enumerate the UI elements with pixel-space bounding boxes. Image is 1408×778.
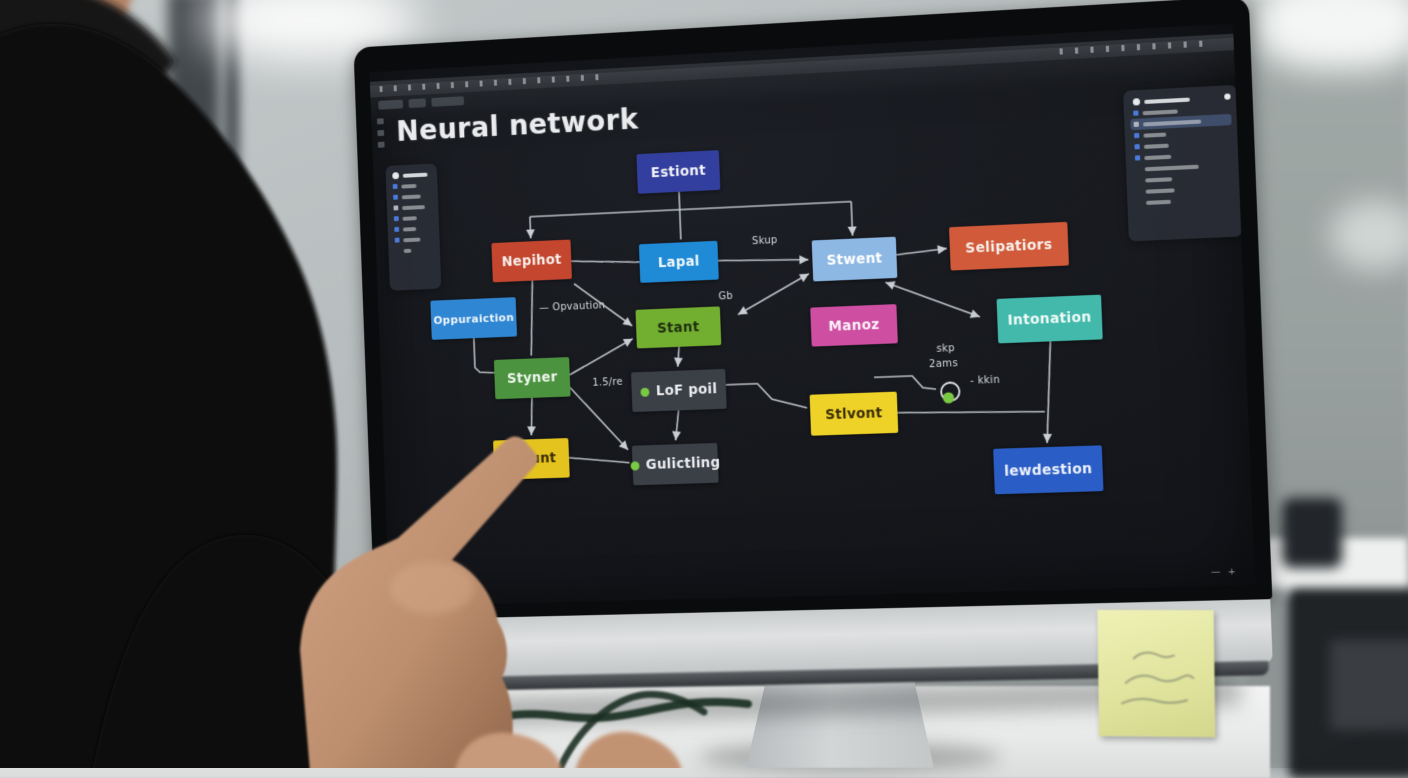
diagram-node-styner[interactable]: Styner bbox=[494, 357, 571, 399]
edge-label: skp bbox=[936, 343, 955, 355]
person-head-skin bbox=[0, 0, 153, 115]
background-equipment-small bbox=[1282, 498, 1342, 568]
ceiling-light-right bbox=[1255, 0, 1408, 70]
diagram-node-oppuraiction[interactable]: Oppuraiction bbox=[430, 297, 517, 340]
diagram-node-lapal[interactable]: Lapal bbox=[639, 241, 719, 283]
edge-label: Skup bbox=[752, 235, 778, 247]
window-mullion bbox=[168, 0, 220, 590]
edge-label: - kkin bbox=[970, 375, 1000, 387]
diagram-node-intonation[interactable]: Intonation bbox=[997, 295, 1103, 344]
node-label: Intonation bbox=[1007, 309, 1092, 329]
diagram-canvas[interactable]: EstiontNepihot Lapal Stwent SelipatiorsOppu… bbox=[369, 23, 1254, 606]
node-label: lewdestion bbox=[1004, 460, 1093, 479]
screen: Neural network EstiontNepihotLapalStwent… bbox=[369, 23, 1254, 606]
node-label: Selipatiors bbox=[965, 236, 1053, 256]
node-label: Oppuraiction bbox=[433, 310, 514, 326]
node-label: Stwent bbox=[826, 250, 882, 268]
diagram-node-stlvont[interactable]: Stlvont bbox=[810, 392, 899, 436]
diagram-node-gulictling[interactable]: Gulictling bbox=[632, 443, 719, 485]
toggle-dot[interactable] bbox=[943, 392, 955, 403]
node-label: Stlvont bbox=[825, 405, 883, 423]
node-label: Nepihot bbox=[501, 252, 562, 270]
background-printer-panel bbox=[1330, 640, 1408, 730]
diagram-node-estiont[interactable]: Estiont bbox=[636, 150, 720, 194]
node-status-dot bbox=[630, 461, 639, 470]
monitor: Neural network EstiontNepihotLapalStwent… bbox=[353, 0, 1275, 692]
office-wall bbox=[1248, 0, 1408, 560]
node-label: Manoz bbox=[828, 316, 879, 334]
edge-label: Gb bbox=[718, 291, 733, 303]
sticky-note-scribbles bbox=[1097, 610, 1215, 737]
sticky-note bbox=[1097, 610, 1215, 737]
node-label: Stant bbox=[657, 319, 700, 337]
node-label: Estiont bbox=[651, 163, 706, 182]
node-status-dot bbox=[640, 387, 649, 396]
diagram-node-lewdestion[interactable]: lewdestion bbox=[993, 445, 1103, 494]
zoom-indicator[interactable]: — + bbox=[1211, 567, 1238, 578]
diagram-node-sstunt[interactable]: Sstunt bbox=[493, 438, 570, 480]
diagram-node-manoz[interactable]: Manoz bbox=[810, 304, 898, 347]
node-label: Gulictling bbox=[645, 455, 720, 473]
diagram-node-stwent[interactable]: Stwent bbox=[812, 237, 898, 282]
person-hair bbox=[0, 0, 176, 103]
node-label: Styner bbox=[507, 369, 558, 387]
node-label: LoF poil bbox=[656, 381, 718, 399]
edge-label: 1.5/re bbox=[592, 377, 623, 389]
diagram-node-selipatiors[interactable]: Selipatiors bbox=[949, 222, 1069, 271]
diagram-node-stant[interactable]: Stant bbox=[635, 306, 721, 348]
node-label: Sstunt bbox=[506, 450, 556, 467]
edge-label: 2ams bbox=[929, 358, 958, 370]
node-label: Lapal bbox=[658, 253, 700, 271]
monitor-bezel: Neural network EstiontNepihotLapalStwent… bbox=[353, 0, 1272, 620]
diagram-node-nepihot[interactable]: Nepihot bbox=[491, 240, 572, 283]
diagram-node-lofpoil[interactable]: LoF poil bbox=[631, 369, 727, 412]
